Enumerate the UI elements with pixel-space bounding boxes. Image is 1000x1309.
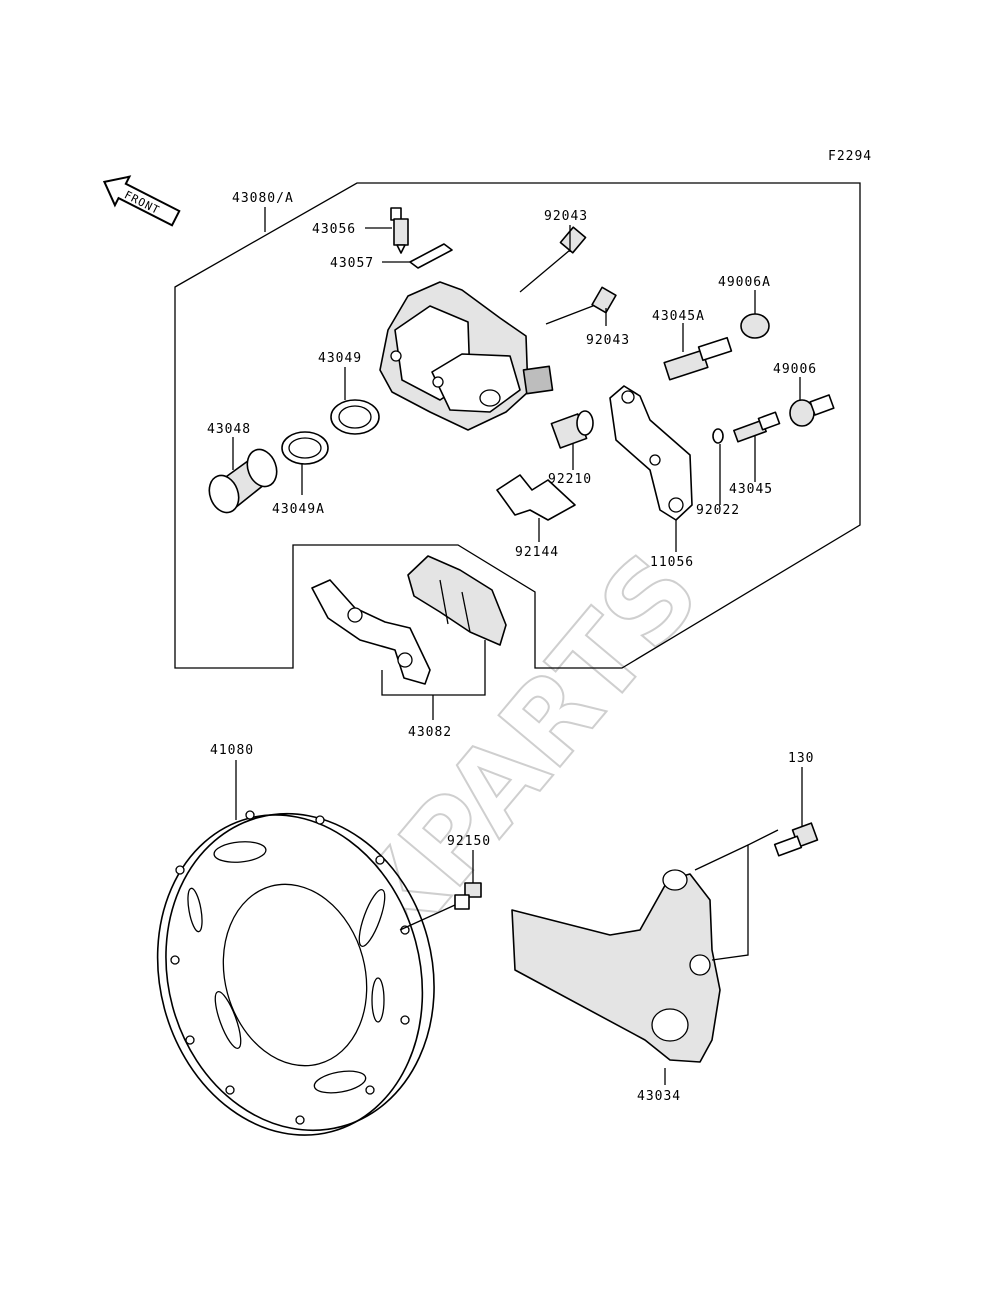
label-130: 130	[788, 751, 814, 766]
pin-43045	[733, 411, 781, 443]
boot-49006	[789, 394, 835, 427]
label-43056: 43056	[312, 222, 356, 237]
label-49006: 49006	[773, 362, 817, 377]
caliper-mount-bracket	[511, 869, 721, 1063]
caliper-bracket-plate	[609, 385, 693, 521]
bracket-bolt	[773, 822, 819, 857]
bleed-valve	[390, 207, 409, 254]
label-43080a: 43080/A	[232, 191, 294, 206]
caliper-body	[379, 281, 554, 431]
piston	[208, 448, 278, 514]
label-92022: 92022	[696, 503, 740, 518]
valve-cap	[409, 243, 453, 269]
label-92210: 92210	[548, 472, 592, 487]
front-arrow-icon: FRONT	[102, 175, 181, 227]
disc-bolt	[454, 882, 482, 910]
label-92150: 92150	[447, 834, 491, 849]
label-41080: 41080	[210, 743, 254, 758]
pin-43045a	[663, 336, 733, 381]
figure-code: F2294	[828, 149, 872, 164]
label-43048: 43048	[207, 422, 251, 437]
label-92144: 92144	[515, 545, 559, 560]
pad-spring	[496, 474, 576, 521]
circlip	[712, 428, 724, 444]
leader-lines	[232, 207, 803, 1085]
label-43049: 43049	[318, 351, 362, 366]
slide-pin-upper	[519, 226, 587, 293]
brake-pad-right	[407, 555, 507, 646]
label-43057: 43057	[330, 256, 374, 271]
label-43034: 43034	[637, 1089, 681, 1104]
caliper-assembly-outline	[174, 182, 861, 669]
label-43049a: 43049A	[272, 502, 325, 517]
label-43045: 43045	[729, 482, 773, 497]
slide-pin-lower	[545, 286, 617, 325]
label-43082: 43082	[408, 725, 452, 740]
boot-49006a	[740, 313, 770, 339]
label-43045a: 43045A	[652, 309, 705, 324]
label-92043-lower: 92043	[586, 333, 630, 348]
brake-disc	[156, 810, 435, 1136]
label-92043-upper: 92043	[544, 209, 588, 224]
label-49006a: 49006A	[718, 275, 771, 290]
brake-pad-left	[311, 579, 431, 685]
sleeve	[550, 410, 594, 449]
label-11056: 11056	[650, 555, 694, 570]
